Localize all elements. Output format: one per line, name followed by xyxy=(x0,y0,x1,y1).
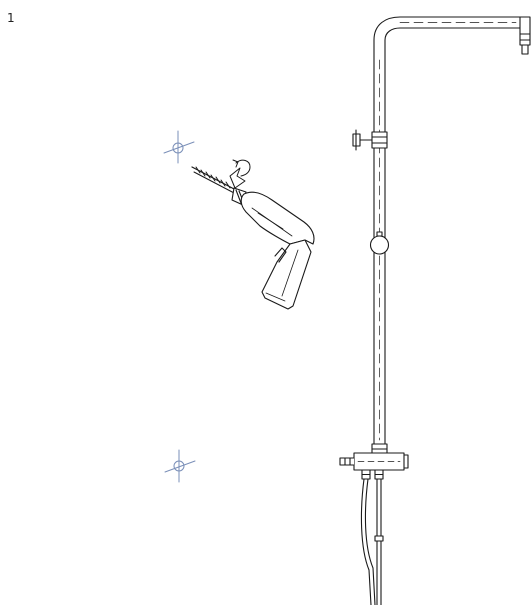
crosshair-bottom-icon xyxy=(164,449,196,483)
mixer-valve-body xyxy=(339,452,409,480)
crosshair-top-icon xyxy=(163,130,195,164)
supply-hoses xyxy=(360,478,384,605)
rotation-arrow-icon xyxy=(229,159,251,189)
shower-riser-rail xyxy=(352,16,531,455)
step-number: 1 xyxy=(7,11,15,25)
power-drill-icon xyxy=(191,166,315,310)
